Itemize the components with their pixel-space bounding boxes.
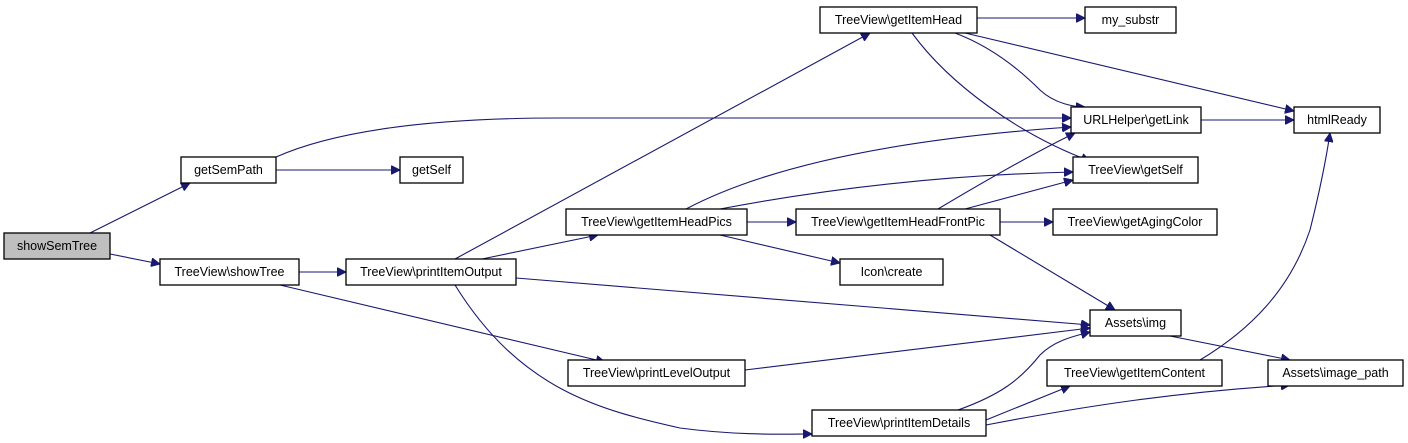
- node-label: Icon\create: [861, 265, 923, 279]
- node-label: TreeView\showTree: [175, 265, 285, 279]
- node-label: getSemPath: [194, 163, 263, 177]
- edge-getItemHeadPics-to-tvGetSelf: [719, 172, 1073, 210]
- node-label: TreeView\getAgingColor: [1068, 215, 1203, 229]
- edge-printItemOutput-to-printItemDetails: [454, 284, 812, 434]
- node-label: getSelf: [412, 163, 451, 177]
- edge-printLevelOutput-to-assetsImg: [744, 328, 1090, 371]
- node-label: TreeView\printLevelOutput: [583, 366, 731, 380]
- edge-getItemHeadFrontPic-to-assetsImg: [989, 234, 1115, 310]
- edge-showSemTree-to-showTree: [109, 253, 160, 264]
- node-label: showSemTree: [17, 239, 97, 253]
- node-label: TreeView\printItemDetails: [828, 416, 970, 430]
- node-getAgingColor[interactable]: TreeView\getAgingColor: [1052, 208, 1218, 236]
- node-label: htmlReady: [1307, 113, 1367, 127]
- nodes: showSemTree getSemPath getSelf TreeView\…: [3, 6, 1404, 437]
- node-getItemHead[interactable]: TreeView\getItemHead: [819, 6, 978, 34]
- edge-getItemContent-to-htmlReady: [1199, 133, 1330, 361]
- node-htmlReady[interactable]: htmlReady: [1293, 106, 1381, 134]
- node-getItemContent[interactable]: TreeView\getItemContent: [1046, 359, 1223, 387]
- edge-getItemHeadPics-to-iconCreate: [719, 234, 840, 263]
- node-my_substr[interactable]: my_substr: [1084, 6, 1177, 34]
- node-getSemPath[interactable]: getSemPath: [180, 156, 277, 184]
- edge-showTree-to-printLevelOutput: [279, 284, 605, 362]
- node-label: TreeView\getSelf: [1088, 163, 1183, 177]
- node-printItemDetails[interactable]: TreeView\printItemDetails: [811, 409, 987, 437]
- node-label: TreeView\printItemOutput: [360, 265, 502, 279]
- node-printItemOutput[interactable]: TreeView\printItemOutput: [345, 258, 517, 286]
- edge-assetsImg-to-imagePath: [1169, 335, 1290, 360]
- edge-getItemHead-to-tvGetSelf: [911, 32, 1090, 161]
- node-label: URLHelper\getLink: [1083, 113, 1189, 127]
- node-showTree[interactable]: TreeView\showTree: [159, 258, 300, 286]
- edge-showSemTree-to-getSemPath: [89, 182, 190, 234]
- edge-getSemPath-to-urlGetLink: [275, 118, 1071, 158]
- node-assetsImg[interactable]: Assets\img: [1089, 309, 1182, 337]
- edge-printItemOutput-to-getItemHead: [454, 32, 870, 260]
- node-getItemHeadPics[interactable]: TreeView\getItemHeadPics: [565, 208, 748, 236]
- node-tvGetSelf[interactable]: TreeView\getSelf: [1072, 156, 1199, 184]
- node-label: my_substr: [1102, 13, 1160, 27]
- node-getSelf[interactable]: getSelf: [399, 156, 464, 184]
- edge-printItemOutput-to-getItemHeadPics: [481, 235, 598, 260]
- edge-getItemHeadFrontPic-to-urlGetLink: [937, 133, 1075, 210]
- node-printLevelOutput[interactable]: TreeView\printLevelOutput: [567, 359, 746, 387]
- edge-printItemDetails-to-assetsImg: [957, 332, 1090, 411]
- edge-getItemHeadPics-to-urlGetLink: [685, 127, 1071, 210]
- edge-printItemDetails-to-getItemContent: [985, 386, 1070, 421]
- node-label: Assets\img: [1105, 316, 1166, 330]
- node-label: TreeView\getItemHeadPics: [581, 215, 732, 229]
- node-label: TreeView\getItemContent: [1064, 366, 1206, 380]
- node-imagePath[interactable]: Assets\image_path: [1267, 359, 1404, 387]
- node-getItemHeadFrontPic[interactable]: TreeView\getItemHeadFrontPic: [795, 208, 1001, 236]
- node-iconCreate[interactable]: Icon\create: [839, 258, 944, 286]
- node-label: TreeView\getItemHeadFrontPic: [811, 215, 985, 229]
- edges: [89, 18, 1330, 434]
- node-urlGetLink[interactable]: URLHelper\getLink: [1070, 106, 1202, 134]
- node-showSemTree[interactable]: showSemTree: [3, 232, 111, 260]
- edge-printItemOutput-to-assetsImg: [515, 277, 1090, 325]
- node-label: Assets\image_path: [1282, 366, 1388, 380]
- edge-getItemHead-to-htmlReady: [964, 32, 1294, 111]
- edge-printItemDetails-to-imagePath: [985, 385, 1290, 426]
- edge-getItemHead-to-urlGetLink: [954, 32, 1085, 107]
- edge-getItemHeadFrontPic-to-tvGetSelf: [964, 180, 1073, 210]
- node-label: TreeView\getItemHead: [835, 13, 962, 27]
